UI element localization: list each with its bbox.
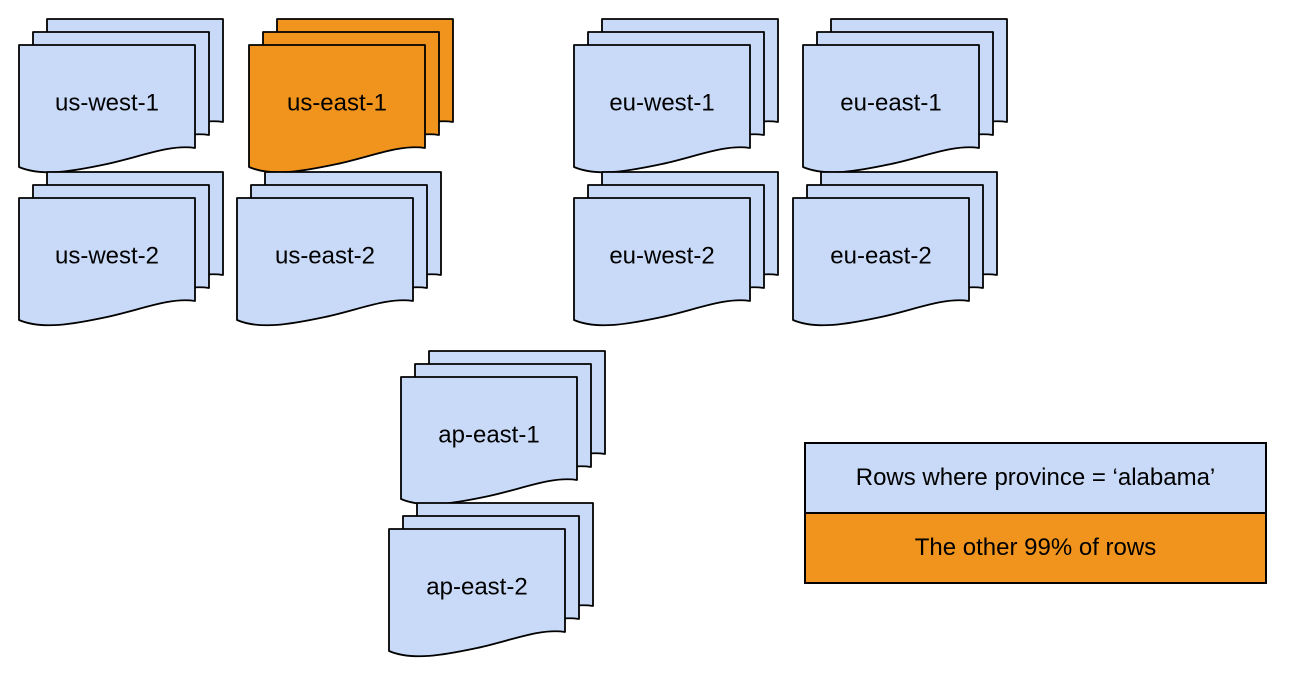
region-stack-eu-east-2: eu-east-2 bbox=[792, 171, 999, 330]
region-stack-ap-east-2: ap-east-2 bbox=[388, 502, 595, 661]
region-label: us-east-2 bbox=[275, 243, 375, 270]
region-stack-eu-east-1: eu-east-1 bbox=[802, 18, 1009, 177]
region-label: us-east-1 bbox=[287, 90, 387, 117]
region-stack-eu-west-1: eu-west-1 bbox=[573, 18, 780, 177]
region-label: eu-east-1 bbox=[840, 90, 941, 117]
region-label: eu-west-1 bbox=[609, 90, 714, 117]
region-stack-us-west-2: us-west-2 bbox=[18, 171, 225, 330]
region-stack-us-east-2: us-east-2 bbox=[236, 171, 443, 330]
region-label: us-west-1 bbox=[55, 90, 159, 117]
legend: Rows where province = ‘alabama’ The othe… bbox=[804, 442, 1267, 584]
region-label: us-west-2 bbox=[55, 243, 159, 270]
region-stack-eu-west-2: eu-west-2 bbox=[573, 171, 780, 330]
region-label: eu-east-2 bbox=[830, 243, 931, 270]
legend-label-alabama-rows: Rows where province = ‘alabama’ bbox=[855, 464, 1216, 491]
legend-row-alabama-rows: Rows where province = ‘alabama’ bbox=[806, 444, 1265, 514]
region-label: eu-west-2 bbox=[609, 243, 714, 270]
legend-row-other-rows: The other 99% of rows bbox=[806, 514, 1265, 582]
region-stack-us-east-1: us-east-1 bbox=[248, 18, 455, 177]
region-label: ap-east-2 bbox=[426, 574, 527, 601]
legend-label-other-rows: The other 99% of rows bbox=[914, 534, 1157, 561]
region-stack-ap-east-1: ap-east-1 bbox=[400, 350, 607, 509]
region-stack-us-west-1: us-west-1 bbox=[18, 18, 225, 177]
region-label: ap-east-1 bbox=[438, 422, 539, 449]
